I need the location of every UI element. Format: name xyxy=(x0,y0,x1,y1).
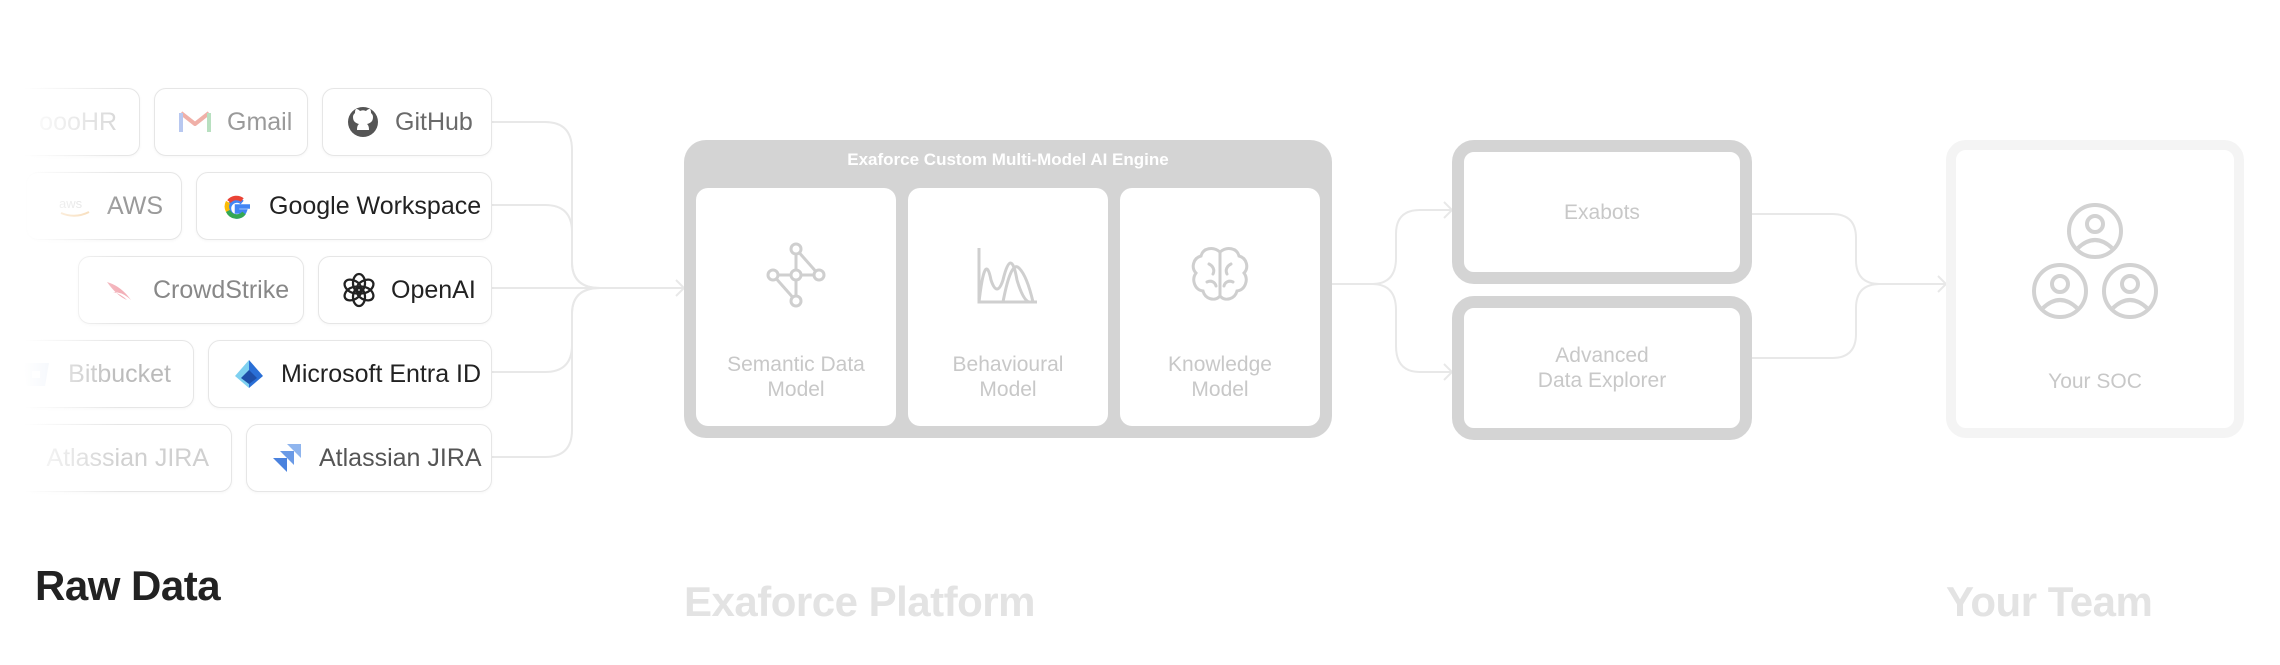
users-group-icon xyxy=(2030,202,2160,324)
aws-icon: aws xyxy=(57,188,93,224)
gmail-icon xyxy=(177,104,213,140)
distribution-chart-icon xyxy=(973,240,1043,310)
ai-engine-panel: Exaforce Custom Multi-Model AI Engine Se… xyxy=(684,140,1332,438)
source-aws: aws AWS xyxy=(26,172,182,240)
crowdstrike-icon xyxy=(103,272,139,308)
svg-text:aws: aws xyxy=(59,196,83,211)
source-openai: OpenAI xyxy=(318,256,492,324)
your-soc-box: Your SOC xyxy=(1946,140,2244,438)
advanced-data-explorer-label: Advanced Data Explorer xyxy=(1537,344,1667,392)
jira-icon xyxy=(269,440,305,476)
openai-icon xyxy=(341,272,377,308)
source-microsoft-entra-id: Microsoft Entra ID xyxy=(208,340,492,408)
bitbucket-icon xyxy=(18,356,54,392)
your-team-heading: Your Team xyxy=(1946,578,2153,625)
github-icon xyxy=(345,104,381,140)
advanced-data-explorer-box: Advanced Data Explorer xyxy=(1452,296,1752,440)
behavioural-model-label: Behavioural Model xyxy=(952,353,1064,401)
behavioural-model-card: Behavioural Model xyxy=(908,188,1108,426)
engine-title: Exaforce Custom Multi-Model AI Engine xyxy=(847,150,1169,169)
your-soc-label: Your SOC xyxy=(2048,370,2142,393)
source-github: GitHub xyxy=(322,88,492,156)
source-google-workspace: Google Workspace xyxy=(196,172,492,240)
microsoft-entra-icon xyxy=(231,356,267,392)
network-graph-icon xyxy=(761,240,831,310)
source-atlassian-jira-faded: Atlassian JIRA xyxy=(8,424,232,492)
brain-icon xyxy=(1185,240,1255,310)
source-bitbucket: Bitbucket xyxy=(8,340,194,408)
source-gmail: Gmail xyxy=(154,88,308,156)
google-icon xyxy=(219,188,255,224)
exabots-label: Exabots xyxy=(1564,200,1640,224)
knowledge-model-card: Knowledge Model xyxy=(1120,188,1320,426)
exabots-box: Exabots xyxy=(1452,140,1752,284)
semantic-data-model-label: Semantic Data Model xyxy=(727,353,865,401)
exaforce-platform-heading: Exaforce Platform xyxy=(684,578,1035,625)
semantic-data-model-card: Semantic Data Model xyxy=(696,188,896,426)
source-crowdstrike: CrowdStrike xyxy=(78,256,304,324)
raw-data-heading: Raw Data xyxy=(35,562,221,609)
source-oohr: oooHR xyxy=(8,88,140,156)
knowledge-model-label: Knowledge Model xyxy=(1168,353,1272,401)
source-atlassian-jira: Atlassian JIRA xyxy=(246,424,492,492)
